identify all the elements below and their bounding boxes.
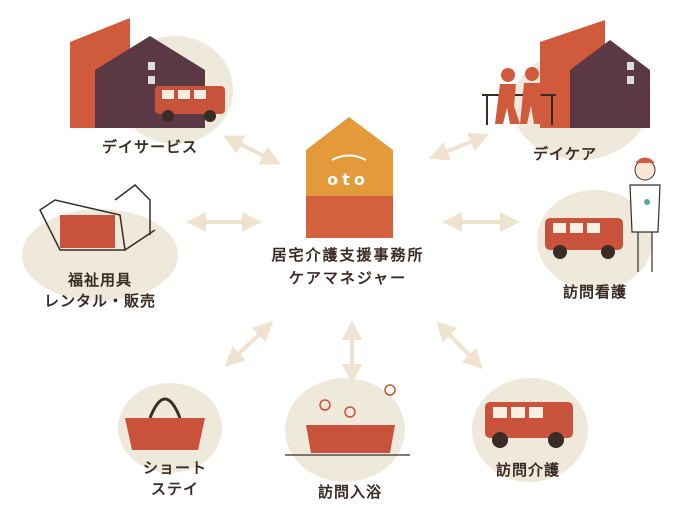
connection-arrows — [186, 132, 520, 384]
welfare-bed-illustration — [39, 184, 156, 251]
label-day-service: デイサービス — [101, 138, 198, 156]
day-service-illustration — [70, 18, 225, 128]
label-home-care: 訪問介護 — [495, 461, 560, 479]
center-title-line1: 居宅介護支援事務所 — [271, 246, 425, 264]
home-care-van-illustration — [485, 402, 573, 448]
label-short-stay: ショート ステイ — [125, 458, 225, 500]
oto-logo-icon — [306, 117, 393, 238]
day-care-illustration — [482, 20, 650, 128]
label-bathing: 訪問入浴 — [317, 483, 382, 501]
home-nursing-illustration — [545, 157, 661, 272]
label-welfare-line1: 福祉用具 — [67, 271, 132, 289]
center-title: 居宅介護支援事務所 ケアマネジャー — [235, 244, 461, 290]
logo-text: oto — [327, 170, 369, 189]
label-day-care: デイケア — [532, 145, 597, 163]
short-stay-bag-illustration — [125, 397, 205, 450]
center-title-line2: ケアマネジャー — [288, 269, 408, 287]
label-short-stay-line2: ステイ — [150, 480, 199, 498]
arrow-day-service — [223, 135, 281, 165]
label-home-nursing: 訪問看護 — [562, 283, 627, 301]
arrow-day-care — [428, 132, 490, 161]
bathing-tub-illustration — [285, 384, 410, 456]
label-welfare-line2: レンタル・販売 — [43, 292, 156, 310]
arrow-short-stay — [224, 321, 274, 367]
label-short-stay-line1: ショート — [142, 459, 207, 477]
label-welfare: 福祉用具 レンタル・販売 — [25, 270, 175, 312]
arrow-home-care — [436, 320, 483, 370]
